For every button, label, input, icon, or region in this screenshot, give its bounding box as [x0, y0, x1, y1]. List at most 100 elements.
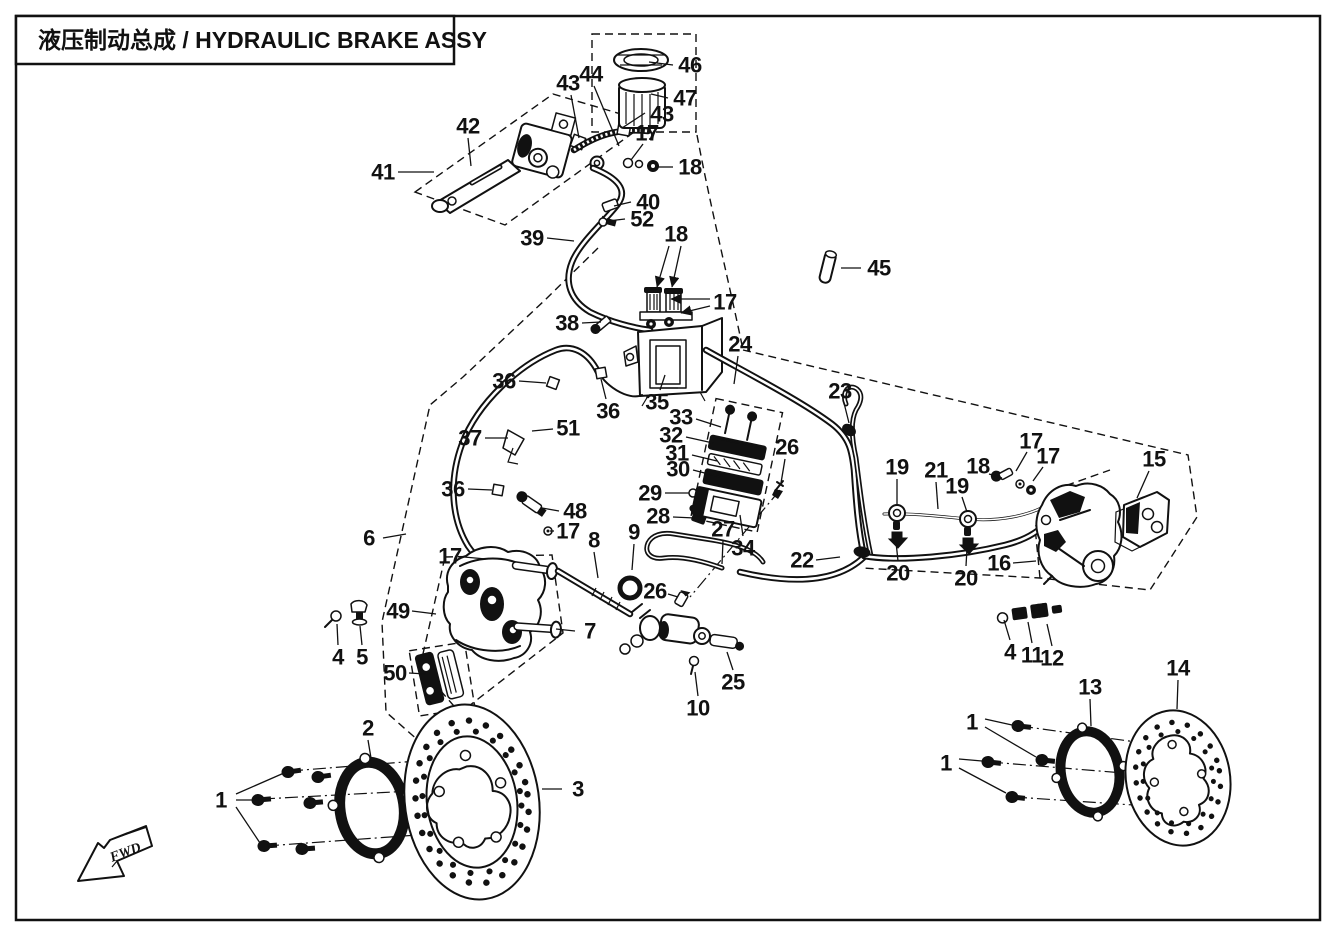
- callout-17: 17: [556, 519, 580, 544]
- leader-line-1: [984, 726, 1037, 758]
- leader-line-7: [555, 628, 576, 632]
- callout-17: 17: [635, 121, 659, 146]
- callout-36: 36: [492, 369, 516, 394]
- rear-caliper: [1035, 482, 1123, 588]
- leader-line-31: [691, 454, 718, 462]
- callout-20: 20: [886, 561, 910, 586]
- callout-24: 24: [728, 332, 753, 357]
- leader-line-52: [607, 218, 626, 222]
- leader-line-42: [467, 137, 472, 167]
- callout-14: 14: [1166, 656, 1191, 681]
- callout-8: 8: [588, 528, 600, 553]
- leader-line-47: [650, 93, 669, 99]
- callout-11: 11: [1021, 643, 1044, 668]
- callout-38: 38: [555, 311, 579, 336]
- cotter-26: [772, 489, 783, 499]
- hose-guide-37: [502, 429, 525, 456]
- rear-disc-bolts: [981, 719, 1056, 804]
- leader-line-26: [667, 593, 679, 598]
- leader-line-4: [336, 623, 339, 646]
- leader-line-20: [965, 547, 968, 567]
- front-caliper: [442, 546, 562, 662]
- leader-line-39: [546, 237, 575, 242]
- callout-22: 22: [790, 548, 814, 573]
- leader-line-18: [988, 473, 1003, 479]
- callout-1: 1: [966, 710, 978, 735]
- front-disc: [403, 703, 541, 901]
- callout-19: 19: [945, 474, 969, 499]
- callout-18: 18: [664, 222, 688, 247]
- callout-43: 43: [556, 71, 580, 96]
- page-frame: 液压制动总成 / HYDRAULIC BRAKE ASSY: [14, 14, 1322, 922]
- callout-39: 39: [520, 226, 544, 251]
- front-brake-hose: [565, 155, 654, 334]
- leader-line-1: [235, 772, 285, 795]
- callout-13: 13: [1078, 675, 1102, 700]
- callout-52: 52: [630, 207, 654, 232]
- leader-line-36: [518, 380, 547, 384]
- leader-line-22: [815, 556, 841, 561]
- leader-line-28: [672, 516, 696, 519]
- callout-5: 5: [356, 645, 368, 670]
- callout-27: 27: [711, 517, 735, 542]
- callout-32: 32: [659, 423, 683, 448]
- callout-48: 48: [563, 499, 587, 524]
- callout-35: 35: [645, 390, 669, 415]
- rear-master-cylinder: [554, 567, 745, 675]
- callout-36: 36: [596, 399, 620, 424]
- callout-18: 18: [966, 454, 990, 479]
- page-title: 液压制动总成 / HYDRAULIC BRAKE ASSY: [38, 27, 487, 53]
- callout-17: 17: [438, 544, 462, 569]
- leader-line-1: [958, 767, 1007, 794]
- callout-26: 26: [643, 579, 667, 604]
- leader-line-25: [726, 651, 734, 671]
- leader-line-38: [581, 321, 602, 324]
- leader-line-11: [1027, 621, 1033, 644]
- leader-line-36: [600, 378, 607, 400]
- leader-line-12: [1046, 623, 1053, 647]
- callout-21: 21: [924, 458, 948, 483]
- leader-line-20: [895, 541, 899, 562]
- leader-line-48: [541, 507, 560, 512]
- leader-line-24: [733, 355, 739, 385]
- callout-17: 17: [1019, 429, 1043, 454]
- leader-line-17: [1015, 451, 1028, 472]
- callout-10: 10: [686, 696, 710, 721]
- callout-18: 18: [678, 155, 702, 180]
- callout-3: 3: [572, 777, 584, 802]
- leader-line-21: [935, 481, 939, 510]
- leader-line-40: [613, 201, 632, 207]
- callout-25: 25: [721, 670, 745, 695]
- callout-17: 17: [713, 290, 737, 315]
- callout-30: 30: [666, 457, 690, 482]
- leader-line-46: [648, 61, 674, 66]
- callout-4: 4: [332, 645, 345, 670]
- leader-line-15: [1136, 470, 1150, 499]
- leader-line-16: [1012, 560, 1037, 564]
- leader-line-17: [680, 305, 711, 316]
- leader-line-32: [685, 436, 714, 444]
- callout-6: 6: [363, 526, 375, 551]
- leader-line-50: [408, 672, 427, 675]
- leader-line-8: [593, 551, 599, 579]
- leader-line-1: [235, 806, 261, 844]
- callout-23: 23: [828, 379, 852, 404]
- front-lower-hose: [450, 344, 643, 573]
- leader-line-13: [1089, 698, 1092, 727]
- callout-19: 19: [885, 455, 909, 480]
- fwd-arrow: FWD: [77, 825, 153, 882]
- clip-20-left: [887, 531, 909, 549]
- clip-20-right: [958, 537, 980, 555]
- callout-49: 49: [386, 599, 410, 624]
- leader-line-36: [467, 488, 493, 491]
- rear-caliper-fittings: [990, 467, 1036, 495]
- front-small-bolts: [324, 599, 368, 628]
- front-disc-bolts: [251, 765, 332, 856]
- leader-line-44: [593, 85, 620, 147]
- callout-34: 34: [731, 536, 756, 561]
- callout-26: 26: [775, 435, 799, 460]
- callout-41: 41: [371, 160, 395, 185]
